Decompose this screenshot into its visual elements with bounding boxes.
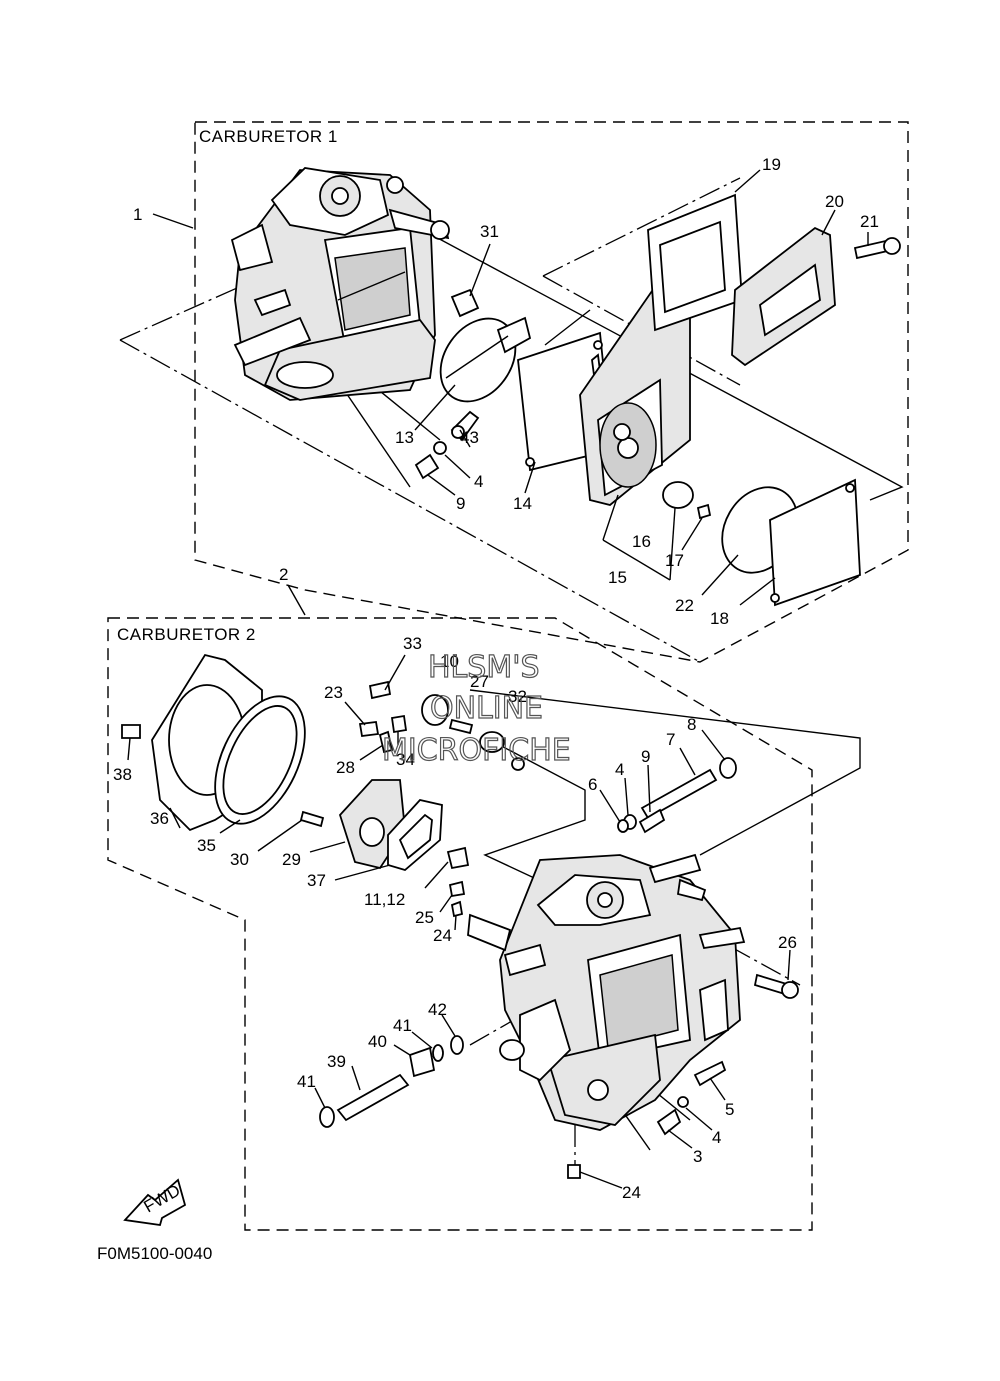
callout-4: 4 (474, 472, 483, 491)
callout-9: 9 (456, 494, 465, 513)
callout-23: 23 (324, 683, 343, 702)
carburetor-1-title: CARBURETOR 1 (199, 127, 338, 146)
carburetor-1-labels: 1 31 19 20 21 13 43 4 9 14 16 17 15 22 1… (133, 155, 879, 628)
callout-30: 30 (230, 850, 249, 869)
callout-21: 21 (860, 212, 879, 231)
carburetor-1-body (230, 167, 450, 401)
callout-11-12: 11,12 (364, 890, 405, 909)
callout-36: 36 (150, 809, 169, 828)
callout-5: 5 (725, 1100, 734, 1119)
callout-22: 22 (675, 596, 694, 615)
callout-29: 29 (282, 850, 301, 869)
callout-42: 42 (428, 1000, 447, 1019)
callout-24-lower: 24 (622, 1183, 641, 1202)
callout-2: 2 (279, 565, 288, 584)
callout-13: 13 (395, 428, 414, 447)
callout-33: 33 (403, 634, 422, 653)
callout-20: 20 (825, 192, 844, 211)
callout-39: 39 (327, 1052, 346, 1071)
callout-19: 19 (762, 155, 781, 174)
carburetor-2-labels: 33 10 27 32 23 34 28 38 36 35 30 29 37 1… (113, 634, 797, 1202)
carburetor-1-frame: CARBURETOR 1 (194, 121, 909, 663)
carburetor-2-body (467, 853, 746, 1131)
callout-7: 7 (666, 730, 675, 749)
callout-24-upper: 24 (433, 926, 452, 945)
callout-25: 25 (415, 908, 434, 927)
callout-35: 35 (197, 836, 216, 855)
callout-10: 10 (440, 652, 459, 671)
carburetor-1-parts (414, 193, 901, 607)
watermark-line-2: ONLINE (430, 691, 543, 726)
carburetor-2-title: CARBURETOR 2 (117, 625, 256, 644)
callout-41-lower: 41 (297, 1072, 316, 1091)
callout-4-mid: 4 (615, 760, 624, 779)
callout-8: 8 (687, 715, 696, 734)
watermark-line-1: HLSM'S (428, 650, 540, 685)
callout-27: 27 (470, 672, 489, 691)
carburetor-1-leaders (152, 169, 869, 606)
watermark: HLSM'S ONLINE MICROFICHE (381, 649, 571, 768)
callout-41-upper: 41 (393, 1016, 412, 1035)
callout-6: 6 (588, 775, 597, 794)
callout-18: 18 (710, 609, 729, 628)
carburetor-2-leaders (127, 654, 791, 1189)
callout-34: 34 (396, 750, 415, 769)
drawing-code: F0M5100-0040 (97, 1244, 212, 1263)
callout-43: 43 (460, 428, 479, 447)
callout-14: 14 (513, 494, 532, 513)
callout-26: 26 (778, 933, 797, 952)
callout-31: 31 (480, 222, 499, 241)
callout-37: 37 (307, 871, 326, 890)
callout-38: 38 (113, 765, 132, 784)
callout-17: 17 (665, 551, 684, 570)
callout-15: 15 (608, 568, 627, 587)
carburetor-2-parts: FWD (121, 653, 799, 1227)
callout-28: 28 (336, 758, 355, 777)
callout-1: 1 (133, 205, 142, 224)
callout-32: 32 (508, 687, 527, 706)
callout-9-lower: 9 (641, 747, 650, 766)
callout-16: 16 (632, 532, 651, 551)
watermark-line-3: MICROFICHE (382, 733, 571, 768)
callout-4-lower: 4 (712, 1128, 721, 1147)
carburetor-2-frame: CARBURETOR 2 2 (107, 565, 813, 1231)
callout-3: 3 (693, 1147, 702, 1166)
callout-40: 40 (368, 1032, 387, 1051)
